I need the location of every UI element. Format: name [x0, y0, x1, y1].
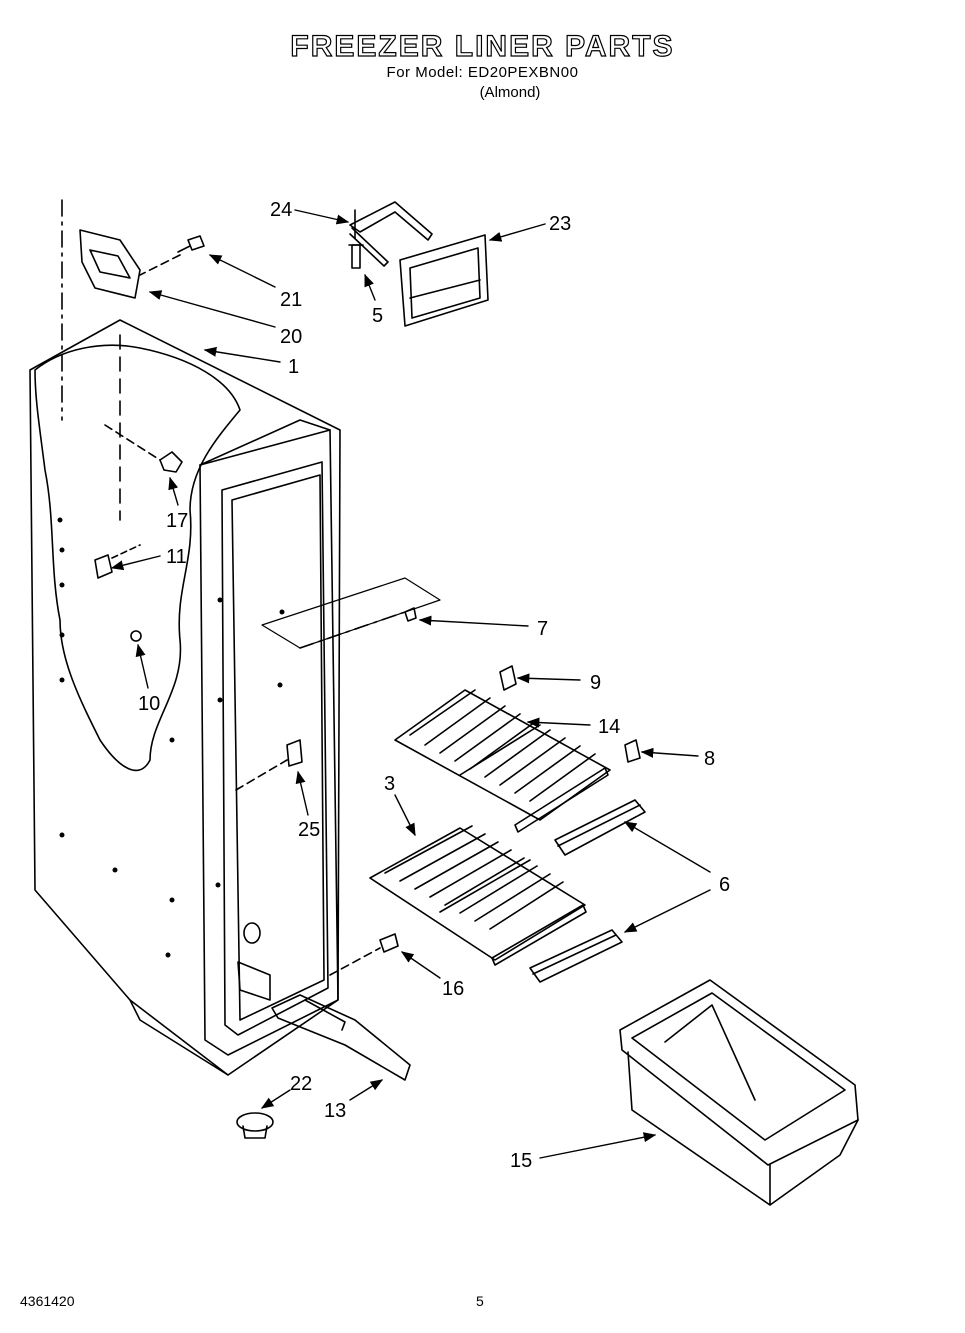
page-title: FREEZER LINER PARTS — [290, 29, 675, 63]
callout-9: 9 — [590, 672, 601, 694]
shelf-support-part-7 — [261, 577, 441, 649]
clip-part-17 — [104, 424, 183, 473]
shelf-rail-upper-part-6 — [554, 799, 646, 856]
leader-lines — [110, 209, 711, 1159]
callout-17: 17 — [166, 510, 188, 532]
callout-24: 24 — [270, 199, 292, 221]
screw-part-5 — [348, 244, 364, 269]
callout-6: 6 — [719, 874, 730, 896]
callout-labels: 24 23 21 5 20 1 17 11 7 10 9 14 8 3 25 6… — [138, 199, 730, 1172]
callout-11: 11 — [166, 546, 187, 568]
clip-part-25 — [235, 739, 303, 791]
bracket-part-20 — [79, 229, 141, 299]
control-housing-part-23 — [399, 234, 489, 327]
callout-5: 5 — [372, 305, 383, 327]
callout-10: 10 — [138, 693, 160, 715]
callout-3: 3 — [384, 773, 395, 795]
callout-22: 22 — [290, 1073, 312, 1095]
cap-part-22 — [236, 1112, 274, 1139]
callout-7: 7 — [537, 618, 548, 640]
callout-25: 25 — [298, 819, 320, 841]
freezer-liner-body — [29, 199, 341, 1076]
clip-part-11 — [94, 544, 141, 579]
bottom-bracket-part-13 — [271, 994, 411, 1081]
callout-20: 20 — [280, 326, 302, 348]
callout-16: 16 — [442, 978, 464, 1000]
model-line: For Model: ED20PEXBN00 — [386, 64, 579, 81]
wire-shelf-part-14 — [394, 689, 611, 833]
color-line: (Almond) — [479, 84, 541, 101]
document-number: 4361420 — [20, 1293, 75, 1309]
callout-13: 13 — [324, 1100, 346, 1122]
wire-shelf-part-3 — [369, 825, 587, 966]
freezer-bin-part-15 — [619, 979, 859, 1206]
callout-8: 8 — [704, 748, 715, 770]
page-number: 5 — [476, 1293, 484, 1309]
button-part-10 — [130, 630, 142, 642]
callout-15: 15 — [510, 1150, 532, 1172]
callout-23: 23 — [549, 213, 571, 235]
callout-1: 1 — [288, 356, 299, 378]
shelf-rail-lower-part-6 — [529, 929, 623, 983]
clip-part-8 — [624, 739, 641, 763]
callout-21: 21 — [280, 289, 302, 311]
clip-part-9 — [499, 665, 517, 691]
screw-part-16 — [329, 933, 399, 976]
callout-14: 14 — [598, 716, 620, 738]
hinge-bracket-part-24 — [349, 201, 433, 267]
screw-part-21 — [139, 235, 205, 276]
